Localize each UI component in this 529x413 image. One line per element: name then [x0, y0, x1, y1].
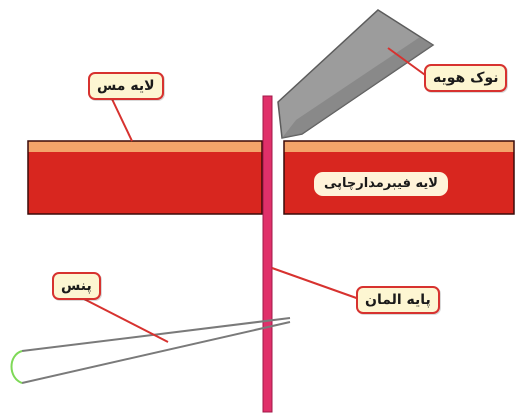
pcb-right-outline — [283, 140, 515, 215]
pcb-left-piece — [27, 140, 263, 215]
fiberglass-layer-left — [28, 152, 262, 214]
copper-layer-right — [284, 141, 514, 152]
fiberglass-layer-label: لایه فیبرمدارچاپی — [314, 172, 448, 196]
component-lead-rod — [262, 95, 273, 413]
leader-component-lead — [271, 267, 363, 301]
component-lead-label: پایه المان — [356, 286, 440, 314]
copper-layer-left — [28, 141, 262, 152]
leader-tweezers — [83, 298, 169, 343]
pcb-left-outline — [27, 140, 263, 215]
tweezers-label: پنس — [52, 272, 101, 300]
tweezers-shape — [10, 317, 291, 384]
leader-copper — [111, 98, 133, 142]
copper-layer-label: لایه مس — [88, 72, 164, 100]
iron-tip-label: نوک هویه — [424, 64, 508, 92]
soldering-iron-tip — [277, 9, 435, 139]
